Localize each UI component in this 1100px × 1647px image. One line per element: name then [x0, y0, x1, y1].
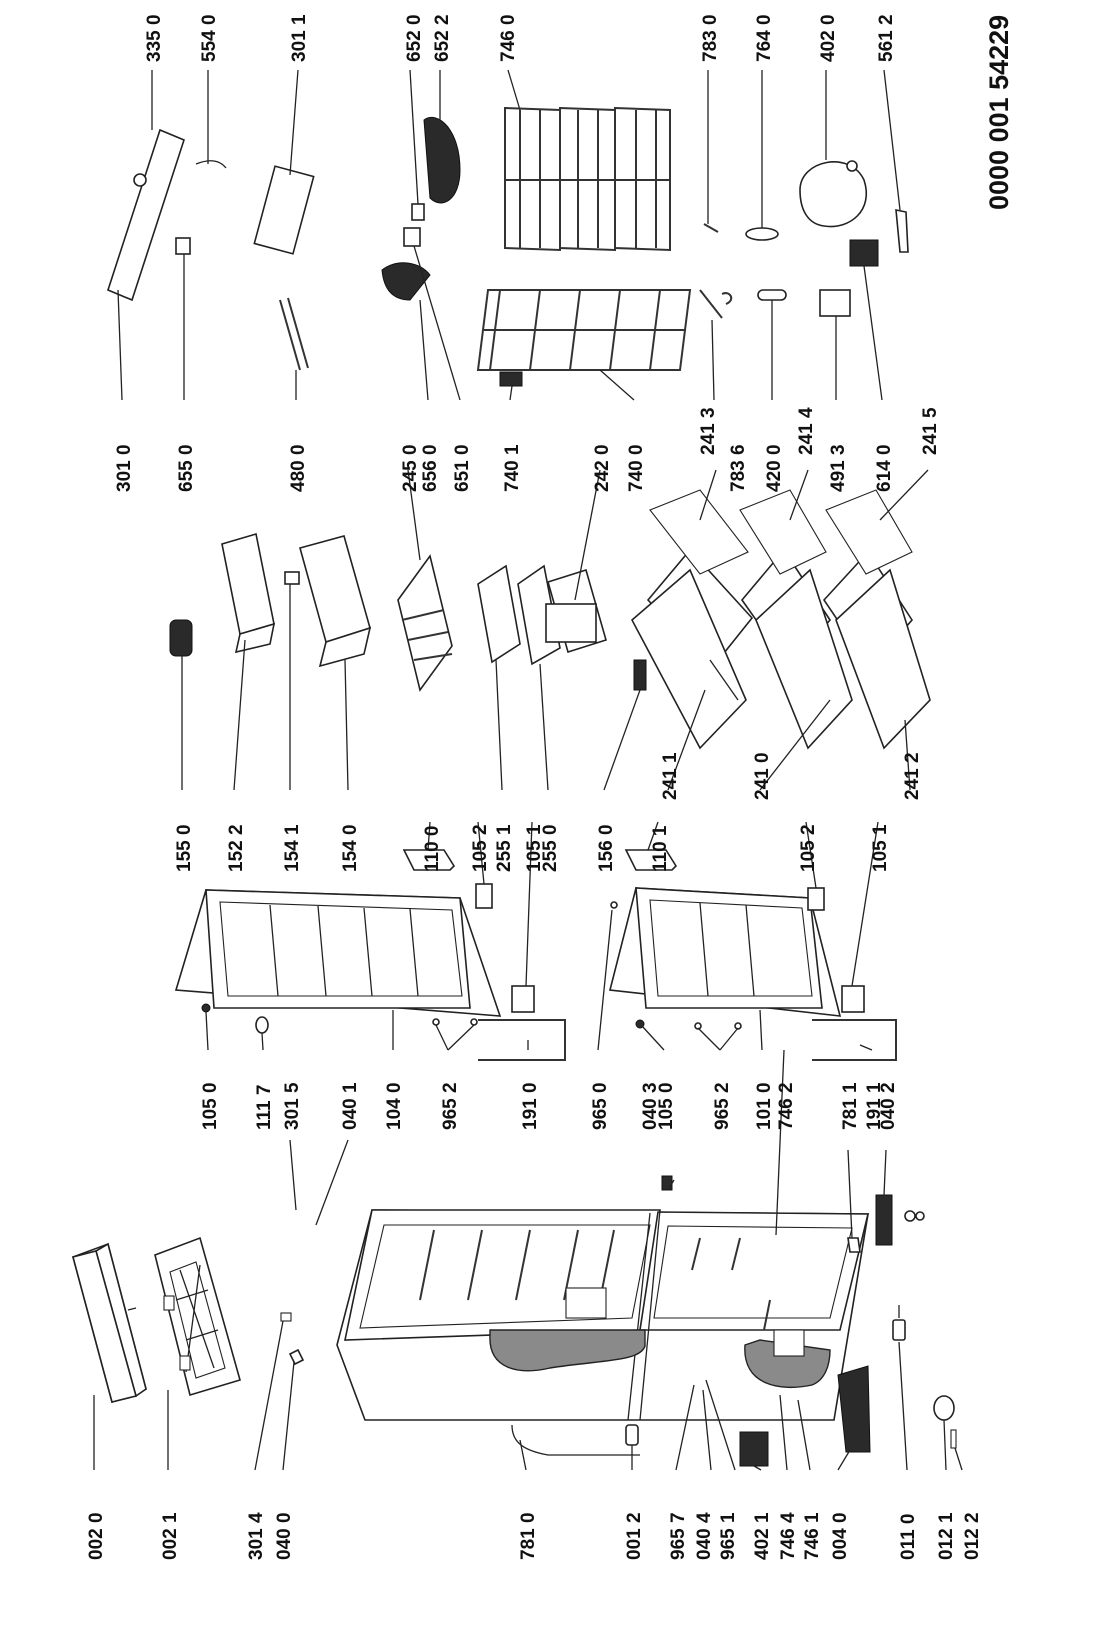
label-104-0: 104 0 — [384, 1082, 405, 1130]
label-652-0: 652 0 — [404, 14, 425, 62]
small-bracket-part — [280, 1312, 305, 1366]
cabinet-body-part — [336, 1209, 870, 1421]
label-335-0: 335 0 — [144, 14, 165, 62]
label-111-7: 111 7 — [254, 1085, 275, 1130]
label-040-2: 040 2 — [878, 1082, 899, 1130]
top-frame-part — [154, 1236, 241, 1397]
label-156-0: 156 0 — [596, 824, 617, 872]
label-241-5: 241 5 — [920, 407, 941, 455]
label-554-0: 554 0 — [199, 14, 220, 62]
label-105-2b: 105 2 — [798, 824, 819, 872]
label-740-1: 740 1 — [502, 444, 523, 492]
evaporator-grid-part — [504, 106, 671, 252]
label-101-0: 101 0 — [754, 1082, 775, 1130]
label-002-1: 002 1 — [160, 1512, 181, 1560]
label-965-7: 965 7 — [668, 1512, 689, 1560]
label-746-4: 746 4 — [778, 1512, 799, 1560]
drawers-parts — [630, 489, 931, 750]
upper-door-part — [174, 889, 566, 1061]
label-783-0: 783 0 — [700, 14, 721, 62]
label-012-2: 012 2 — [962, 1512, 983, 1560]
label-004-0: 004 0 — [830, 1512, 851, 1560]
label-191-1: 191 1 — [864, 1082, 885, 1130]
shelves-parts — [397, 554, 647, 692]
compressor-parts — [699, 160, 909, 319]
label-402-1: 402 1 — [752, 1512, 773, 1560]
label-420-0: 420 0 — [764, 444, 785, 492]
label-241-4: 241 4 — [796, 407, 817, 455]
label-105-0: 105 0 — [200, 1082, 221, 1130]
label-652-2: 652 2 — [432, 14, 453, 62]
label-301-1: 301 1 — [289, 14, 310, 62]
label-191-0: 191 0 — [520, 1082, 541, 1130]
label-965-1: 965 1 — [718, 1512, 739, 1560]
label-001-2: 001 2 — [624, 1512, 645, 1560]
label-651-0: 651 0 — [452, 444, 473, 492]
top-cover-part — [72, 1242, 147, 1404]
fan-parts — [381, 117, 461, 301]
label-656-0: 656 0 — [420, 444, 441, 492]
label-783-6: 783 6 — [728, 444, 749, 492]
label-040-1: 040 1 — [340, 1082, 361, 1130]
label-480-0: 480 0 — [288, 444, 309, 492]
label-301-5: 301 5 — [282, 1082, 303, 1130]
document-number: 0000 001 54229 — [984, 15, 1014, 210]
label-746-0: 746 0 — [498, 14, 519, 62]
upper-door-handle-part — [402, 849, 493, 909]
label-154-1: 154 1 — [282, 824, 303, 872]
label-012-1: 012 1 — [936, 1512, 957, 1560]
label-301-0: 301 0 — [114, 444, 135, 492]
label-040-0: 040 0 — [274, 1512, 295, 1560]
control-panel-part — [107, 128, 315, 371]
label-040-4: 040 4 — [694, 1512, 715, 1560]
label-152-2: 152 2 — [226, 824, 247, 872]
label-040-3: 040 3 — [640, 1082, 661, 1130]
label-561-2: 561 2 — [876, 14, 897, 62]
label-764-0: 764 0 — [754, 14, 775, 62]
leader-lines — [93, 69, 963, 1471]
label-655-0: 655 0 — [176, 444, 197, 492]
label-965-0: 965 0 — [590, 1082, 611, 1130]
label-011-0: 011 0 — [898, 1514, 919, 1561]
label-241-0: 241 0 — [752, 752, 773, 800]
label-105-1b: 105 1 — [870, 824, 891, 872]
label-491-3: 491 3 — [828, 444, 849, 492]
label-105-0b: 105 0 — [656, 1082, 677, 1130]
drain-tube-part — [511, 1424, 640, 1456]
label-781-1: 781 1 — [840, 1082, 861, 1130]
label-154-0: 154 0 — [340, 824, 361, 872]
lower-door-part — [608, 849, 897, 1191]
label-241-1: 241 1 — [660, 752, 681, 800]
label-245-0: 245 0 — [400, 444, 421, 492]
label-105-2: 105 2 — [470, 824, 491, 872]
label-781-0: 781 0 — [518, 1512, 539, 1560]
label-105-1: 105 1 — [524, 824, 545, 872]
label-402-0: 402 0 — [818, 14, 839, 62]
label-614-0: 614 0 — [874, 444, 895, 492]
label-746-1: 746 1 — [802, 1512, 823, 1560]
label-110-1: 110 1 — [650, 825, 671, 872]
label-965-2: 965 2 — [440, 1082, 461, 1130]
door-shelves-parts — [169, 532, 372, 668]
label-746-2: 746 2 — [776, 1082, 797, 1130]
label-002-0: 002 0 — [86, 1512, 107, 1560]
bottom-hinge-part — [847, 1194, 925, 1253]
label-241-2: 241 2 — [902, 752, 923, 800]
label-242-0: 242 0 — [592, 444, 613, 492]
label-255-1: 255 1 — [494, 824, 515, 872]
label-110-0: 110 0 — [422, 826, 443, 873]
label-255-0: 255 0 — [540, 824, 561, 872]
condenser-grid-part — [476, 289, 692, 387]
part-labels: 335 0 554 0 301 1 652 0 652 2 746 0 783 … — [86, 14, 1014, 1560]
label-301-4: 301 4 — [246, 1512, 267, 1560]
label-740-0: 740 0 — [626, 444, 647, 492]
label-965-2b: 965 2 — [712, 1082, 733, 1130]
label-241-3: 241 3 — [698, 407, 719, 455]
label-155-0: 155 0 — [174, 824, 195, 872]
